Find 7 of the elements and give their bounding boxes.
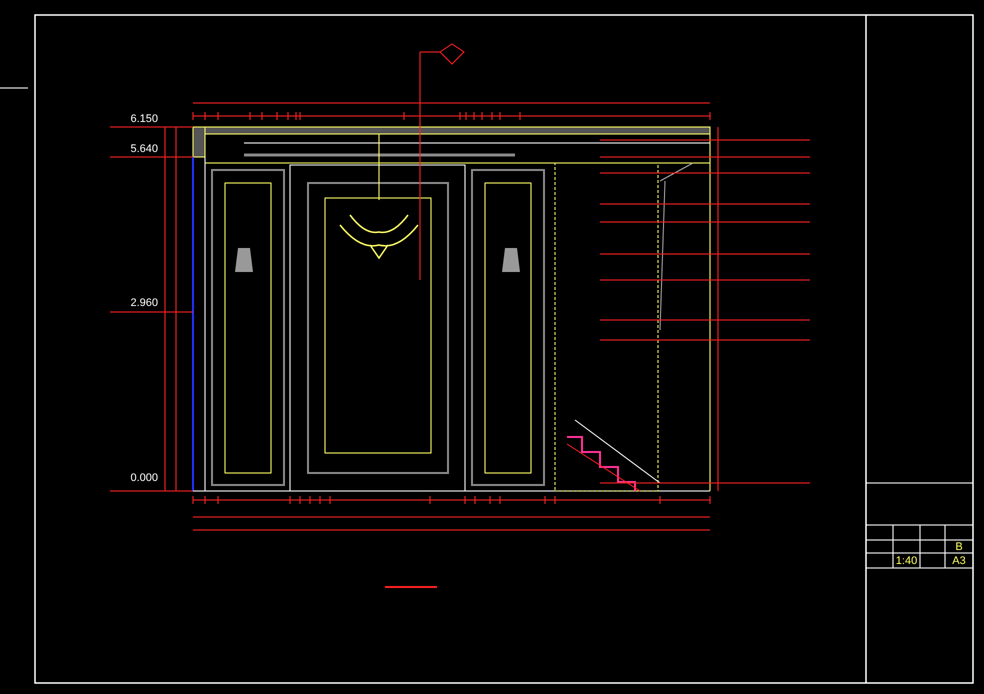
table-value: 1:40 <box>894 555 918 568</box>
elevation-value: 0.000 <box>129 472 158 484</box>
elevation-value: 5.640 <box>129 143 158 155</box>
elevation-value: 6.150 <box>129 113 158 125</box>
table-value: A3 <box>951 555 967 568</box>
table-value: B <box>954 541 964 554</box>
elevation-value: 2.960 <box>129 297 158 309</box>
